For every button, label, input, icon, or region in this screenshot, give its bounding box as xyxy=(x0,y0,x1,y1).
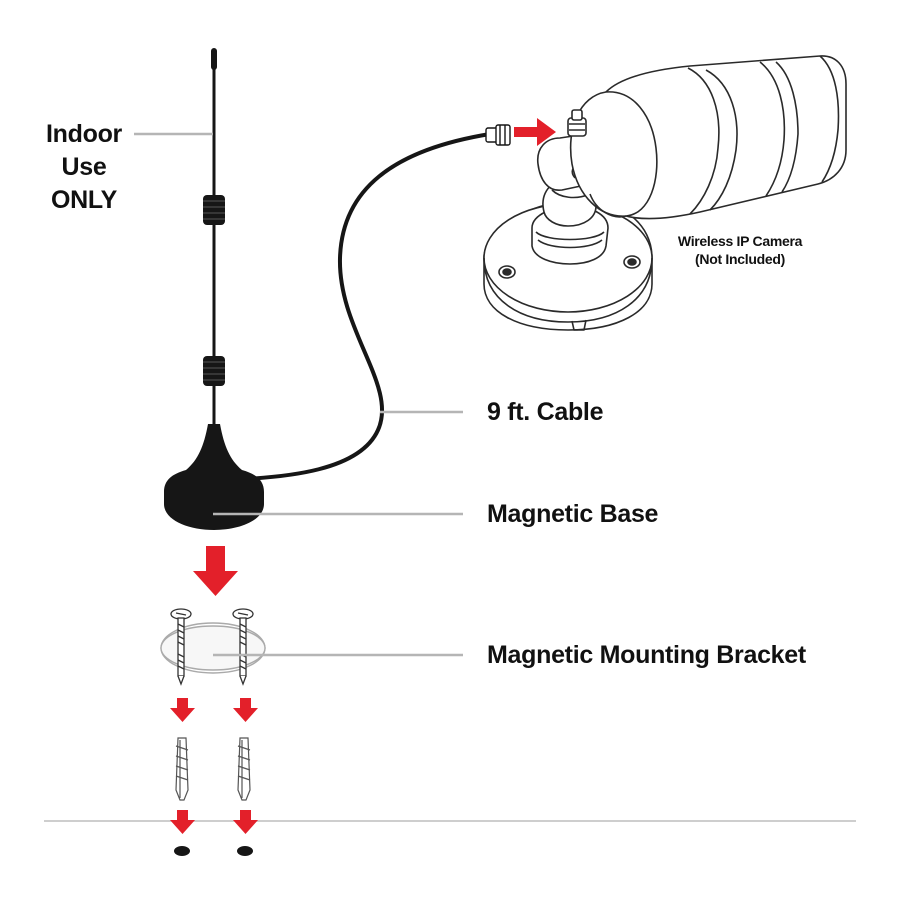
arrow-anchor-to-wall-right xyxy=(233,810,258,834)
wall-anchor-left xyxy=(175,737,189,801)
indoor-label-line3: ONLY xyxy=(51,186,117,214)
arrow-base-to-bracket xyxy=(193,546,238,596)
wall-hole-left xyxy=(174,846,190,856)
magnetic-mounting-bracket xyxy=(160,622,266,674)
arrow-anchor-to-wall-left xyxy=(170,810,195,834)
antenna-coil-lower xyxy=(203,356,225,386)
camera-label: Wireless IP Camera (Not Included) xyxy=(650,232,830,268)
camera-antenna-port xyxy=(567,109,587,137)
cable-label: 9 ft. Cable xyxy=(487,398,604,426)
camera-label-line1: Wireless IP Camera xyxy=(677,233,803,249)
antenna-coil-upper xyxy=(203,195,225,225)
magnetic-base-label: Magnetic Base xyxy=(487,500,659,528)
arrow-screw-to-anchor-right xyxy=(233,698,258,722)
magnetic-base xyxy=(164,424,264,530)
wireless-ip-camera xyxy=(483,55,847,331)
arrow-screw-to-anchor-left xyxy=(170,698,195,722)
indoor-label-line1: Indoor xyxy=(46,120,122,148)
camera-label-line2: (Not Included) xyxy=(695,251,785,267)
wall-anchor-right xyxy=(237,737,251,801)
sma-connector xyxy=(485,124,511,146)
wall-hole-right xyxy=(237,846,253,856)
antenna xyxy=(164,48,511,530)
indoor-use-only-label: Indoor Use ONLY xyxy=(30,118,138,217)
arrow-to-camera-port xyxy=(514,118,556,146)
indoor-label-line2: Use xyxy=(61,153,107,181)
bracket-screw-left xyxy=(170,608,192,686)
antenna-cable xyxy=(220,132,492,482)
mounting-bracket-label: Magnetic Mounting Bracket xyxy=(487,641,806,669)
